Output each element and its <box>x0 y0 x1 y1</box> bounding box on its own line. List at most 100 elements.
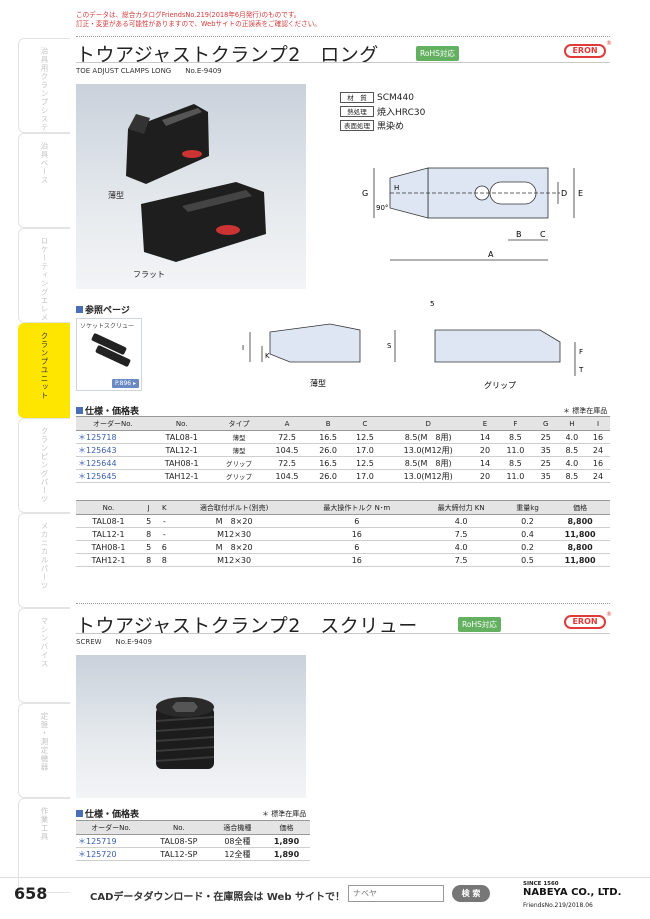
side-tab-jig-base[interactable]: 治具ベース <box>18 133 70 228</box>
table-header-row: No. J K 適合取付ボルト(別売) 最大操作トルク N･m 最大締付力 KN… <box>76 500 610 515</box>
spec-key: 表面処理 <box>340 120 374 131</box>
cell: 12.5 <box>346 430 384 444</box>
section1-header: トウアジャストクランプ2 ロング RoHS対応 TOE ADJUST CLAMP… <box>76 40 612 80</box>
section2-header: トウアジャストクランプ2 スクリュー RoHS対応 SCREW No.E-940… <box>76 611 612 651</box>
cell: TAL12-1 <box>76 527 141 541</box>
cell: 4.0 <box>417 540 505 554</box>
cell: 24 <box>585 469 610 483</box>
logo-since: SINCE 1560 <box>523 881 559 887</box>
cell: 16 <box>585 456 610 470</box>
dimension-drawing-side: I K S 5 F T 薄型 グリップ <box>242 300 584 390</box>
price-cell: 8,800 <box>550 540 610 554</box>
spec-row-surface: 表面処理黒染め <box>340 119 425 132</box>
dim-f: F <box>579 348 583 356</box>
side-tab-clamp-unit[interactable]: クランプユニット <box>18 323 70 418</box>
cell: 8.5 <box>557 443 586 457</box>
dim-c: C <box>540 230 546 239</box>
dim-e: E <box>578 189 583 198</box>
section2-title: トウアジャストクランプ2 スクリュー <box>76 615 418 637</box>
spec-key: 材 質 <box>340 92 374 103</box>
side-tab-machine-vise[interactable]: マシンバイス <box>18 608 70 703</box>
category-side-tabs: 治具用クランプシステム(ローロック) 治具ベース ロケーティングエレメント クラ… <box>18 38 70 893</box>
price-cell: 1,890 <box>263 834 310 848</box>
col-torque: 最大操作トルク N･m <box>296 500 418 515</box>
cell: TAH08-1 <box>149 456 214 470</box>
cell: 8.5(M 8用) <box>383 430 474 444</box>
side-tab-label: 定盤・測定機器 <box>40 712 49 772</box>
cell: 13.0(M12用) <box>383 443 474 457</box>
spec-table-pricing: No. J K 適合取付ボルト(別売) 最大操作トルク N･m 最大締付力 KN… <box>76 500 610 567</box>
search-input[interactable]: ナベヤ <box>348 885 444 902</box>
side-tab-lowlock[interactable]: 治具用クランプシステム(ローロック) <box>18 38 70 191</box>
side-tab-mechanical[interactable]: メカニカルパーツ <box>18 513 70 608</box>
cell: 0.2 <box>504 540 551 554</box>
order-number[interactable]: ＊125644 <box>76 456 150 470</box>
cell: 6 <box>296 514 418 528</box>
cell: 7.5 <box>417 527 505 541</box>
heading-marker <box>76 810 83 817</box>
spec-value: 黒染め <box>377 122 405 132</box>
order-number[interactable]: ＊125718 <box>76 430 150 444</box>
cell: 12全種 <box>211 847 264 861</box>
notice-line-2: 訂正・変更がある可能性がありますので、Webサイトの正誤表をご確認ください。 <box>76 20 321 28</box>
cell: 5 <box>140 540 157 554</box>
cell: 8 <box>140 553 157 567</box>
cell: 0.4 <box>504 527 551 541</box>
cell: 17.0 <box>346 443 384 457</box>
reference-page-link[interactable]: P.896 ▸ <box>112 379 139 388</box>
cell: 16 <box>296 527 418 541</box>
notice-line-1: このデータは、総合カタログFriendsNo.219(2018年6月発行)のもの… <box>76 11 301 19</box>
cell: 72.5 <box>264 456 310 470</box>
stock-note: ＊ 標準在庫品 <box>563 407 608 415</box>
eron-logo: ERON <box>564 615 606 629</box>
col-order-no: オーダーNo. <box>76 820 146 835</box>
side-tab-tools[interactable]: 作業工具 <box>18 798 70 893</box>
cell: 14 <box>473 430 497 444</box>
dim-b: B <box>516 230 522 239</box>
grip-drawing-label: グリップ <box>484 380 516 390</box>
cell: TAL08-SP <box>145 834 212 848</box>
cell: 4.0 <box>417 514 505 528</box>
side-tab-measuring[interactable]: 定盤・測定機器 <box>18 703 70 798</box>
col-no: No. <box>76 500 141 515</box>
price-cell: 11,800 <box>550 527 610 541</box>
footer-rule <box>0 877 650 878</box>
col-d: D <box>383 416 474 431</box>
order-number[interactable]: ＊125719 <box>76 834 146 848</box>
cell: 8 <box>156 553 173 567</box>
cell: 08全種 <box>211 834 264 848</box>
side-tab-label: 治具用クランプシステム(ローロック) <box>40 47 49 191</box>
col-f: F <box>496 416 534 431</box>
table-row: ＊125644 TAH08-1 グリップ 72.5 16.5 12.5 8.5(… <box>76 456 610 470</box>
dim-five: 5 <box>430 300 434 308</box>
dim-a: A <box>488 250 494 259</box>
cell: 8.5 <box>557 469 586 483</box>
col-c: C <box>346 416 384 431</box>
col-bolt: 適合取付ボルト(別売) <box>172 500 297 515</box>
cell: 14 <box>473 456 497 470</box>
cell: 26.0 <box>309 469 347 483</box>
screw-illustration <box>155 697 215 769</box>
side-tab-label: 作業工具 <box>40 807 49 841</box>
reference-page-card[interactable]: ソケットスクリュー P.896 ▸ <box>76 318 142 391</box>
section2-subtitle: SCREW No.E-9409 <box>76 638 152 646</box>
cell: 20 <box>473 443 497 457</box>
order-number[interactable]: ＊125643 <box>76 443 150 457</box>
side-tab-label: クランピングパーツ <box>40 427 49 504</box>
registered-mark: ® <box>606 40 612 47</box>
thin-type-label: 薄型 <box>108 191 124 200</box>
cell: 72.5 <box>264 430 310 444</box>
cell: グリップ <box>213 469 265 483</box>
table-row: ＊125645 TAH12-1 グリップ 104.5 26.0 17.0 13.… <box>76 469 610 483</box>
order-number[interactable]: ＊125645 <box>76 469 150 483</box>
side-tab-locating[interactable]: ロケーティングエレメント <box>18 228 70 339</box>
cell: 薄型 <box>213 430 265 444</box>
search-button[interactable]: 検 索 <box>452 885 490 902</box>
cell: 16 <box>585 430 610 444</box>
side-tab-clamping-parts[interactable]: クランピングパーツ <box>18 418 70 513</box>
rohs-badge: RoHS対応 <box>458 617 501 632</box>
cell: TAH12-1 <box>149 469 214 483</box>
order-number[interactable]: ＊125720 <box>76 847 146 861</box>
table-row: TAH12-1 8 8 M12×30 16 7.5 0.5 11,800 <box>76 553 610 567</box>
registered-mark: ® <box>606 611 612 618</box>
